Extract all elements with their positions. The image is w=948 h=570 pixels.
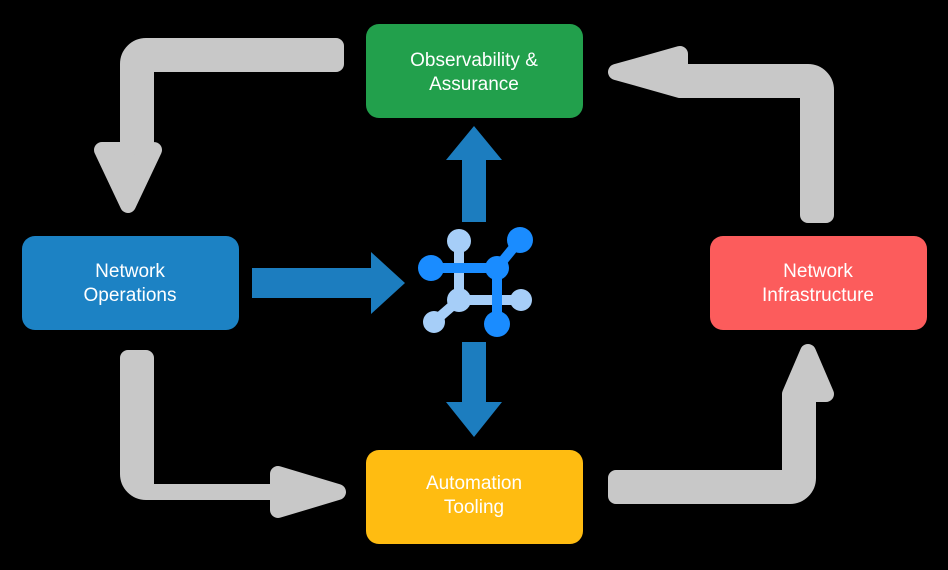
node-observability-assurance[interactable]: Observability & Assurance: [366, 24, 583, 118]
connector-observability-to-operations: [94, 38, 344, 213]
connector-operations-to-center: [252, 252, 405, 314]
node-automation-tooling-box[interactable]: [366, 450, 583, 544]
node-network-operations[interactable]: Network Operations: [22, 236, 239, 330]
connector-operations-to-automation: [120, 350, 346, 518]
node-network-infrastructure-box[interactable]: [710, 236, 927, 330]
connector-center-to-automation: [446, 342, 502, 437]
connector-automation-to-infrastructure: [608, 344, 834, 504]
node-network-operations-box[interactable]: [22, 236, 239, 330]
node-observability-assurance-box[interactable]: [366, 24, 583, 118]
network-topology-icon: [418, 227, 533, 337]
node-network-infrastructure[interactable]: Network Infrastructure: [710, 236, 927, 330]
connector-center-to-observability: [446, 126, 502, 222]
node-automation-tooling[interactable]: Automation Tooling: [366, 450, 583, 544]
connector-infrastructure-to-observability: [608, 46, 834, 223]
